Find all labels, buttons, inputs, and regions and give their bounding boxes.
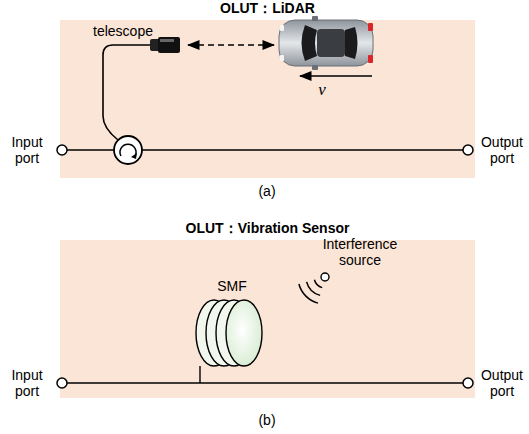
panel-ground — [60, 20, 475, 178]
beam-arrow — [188, 44, 274, 46]
port-terminal — [463, 378, 473, 388]
panel: OLUT：Vibration Sensor — [60, 240, 475, 398]
port-terminal — [463, 145, 473, 155]
fiber — [67, 382, 463, 384]
port-label: Output port — [477, 367, 527, 399]
port-label: Input port — [4, 134, 50, 166]
velocity-symbol: v — [318, 82, 326, 98]
part-label: Interference source — [318, 236, 402, 268]
panel-title: OLUT：LiDAR — [220, 0, 315, 18]
fiber-coil — [196, 300, 262, 383]
subfigure-label: (b) — [258, 412, 275, 428]
source-point — [321, 273, 329, 281]
panel-title: OLUT：Vibration Sensor — [186, 220, 350, 238]
port-label: Input port — [4, 367, 50, 399]
subfigure-label: (a) — [258, 183, 275, 199]
vibration-waves — [299, 280, 322, 303]
car-icon — [279, 16, 373, 70]
port-label: Output port — [477, 134, 527, 166]
port-terminal — [57, 378, 67, 388]
wave-arc — [307, 282, 321, 296]
panel: OLUT：LiDAR — [60, 20, 475, 178]
circulator-symbol — [114, 136, 142, 164]
fiber — [103, 45, 150, 140]
telescope-icon — [150, 37, 180, 53]
part-label: telescope — [93, 23, 153, 39]
wave-arc — [299, 284, 318, 303]
circulator-arrow — [131, 153, 137, 159]
part-label: SMF — [217, 278, 247, 294]
panel-ground — [60, 240, 475, 398]
velocity-arrow — [300, 75, 372, 77]
circulator-arrow — [120, 144, 136, 156]
port-terminal — [57, 145, 67, 155]
wave-arc — [314, 280, 322, 288]
